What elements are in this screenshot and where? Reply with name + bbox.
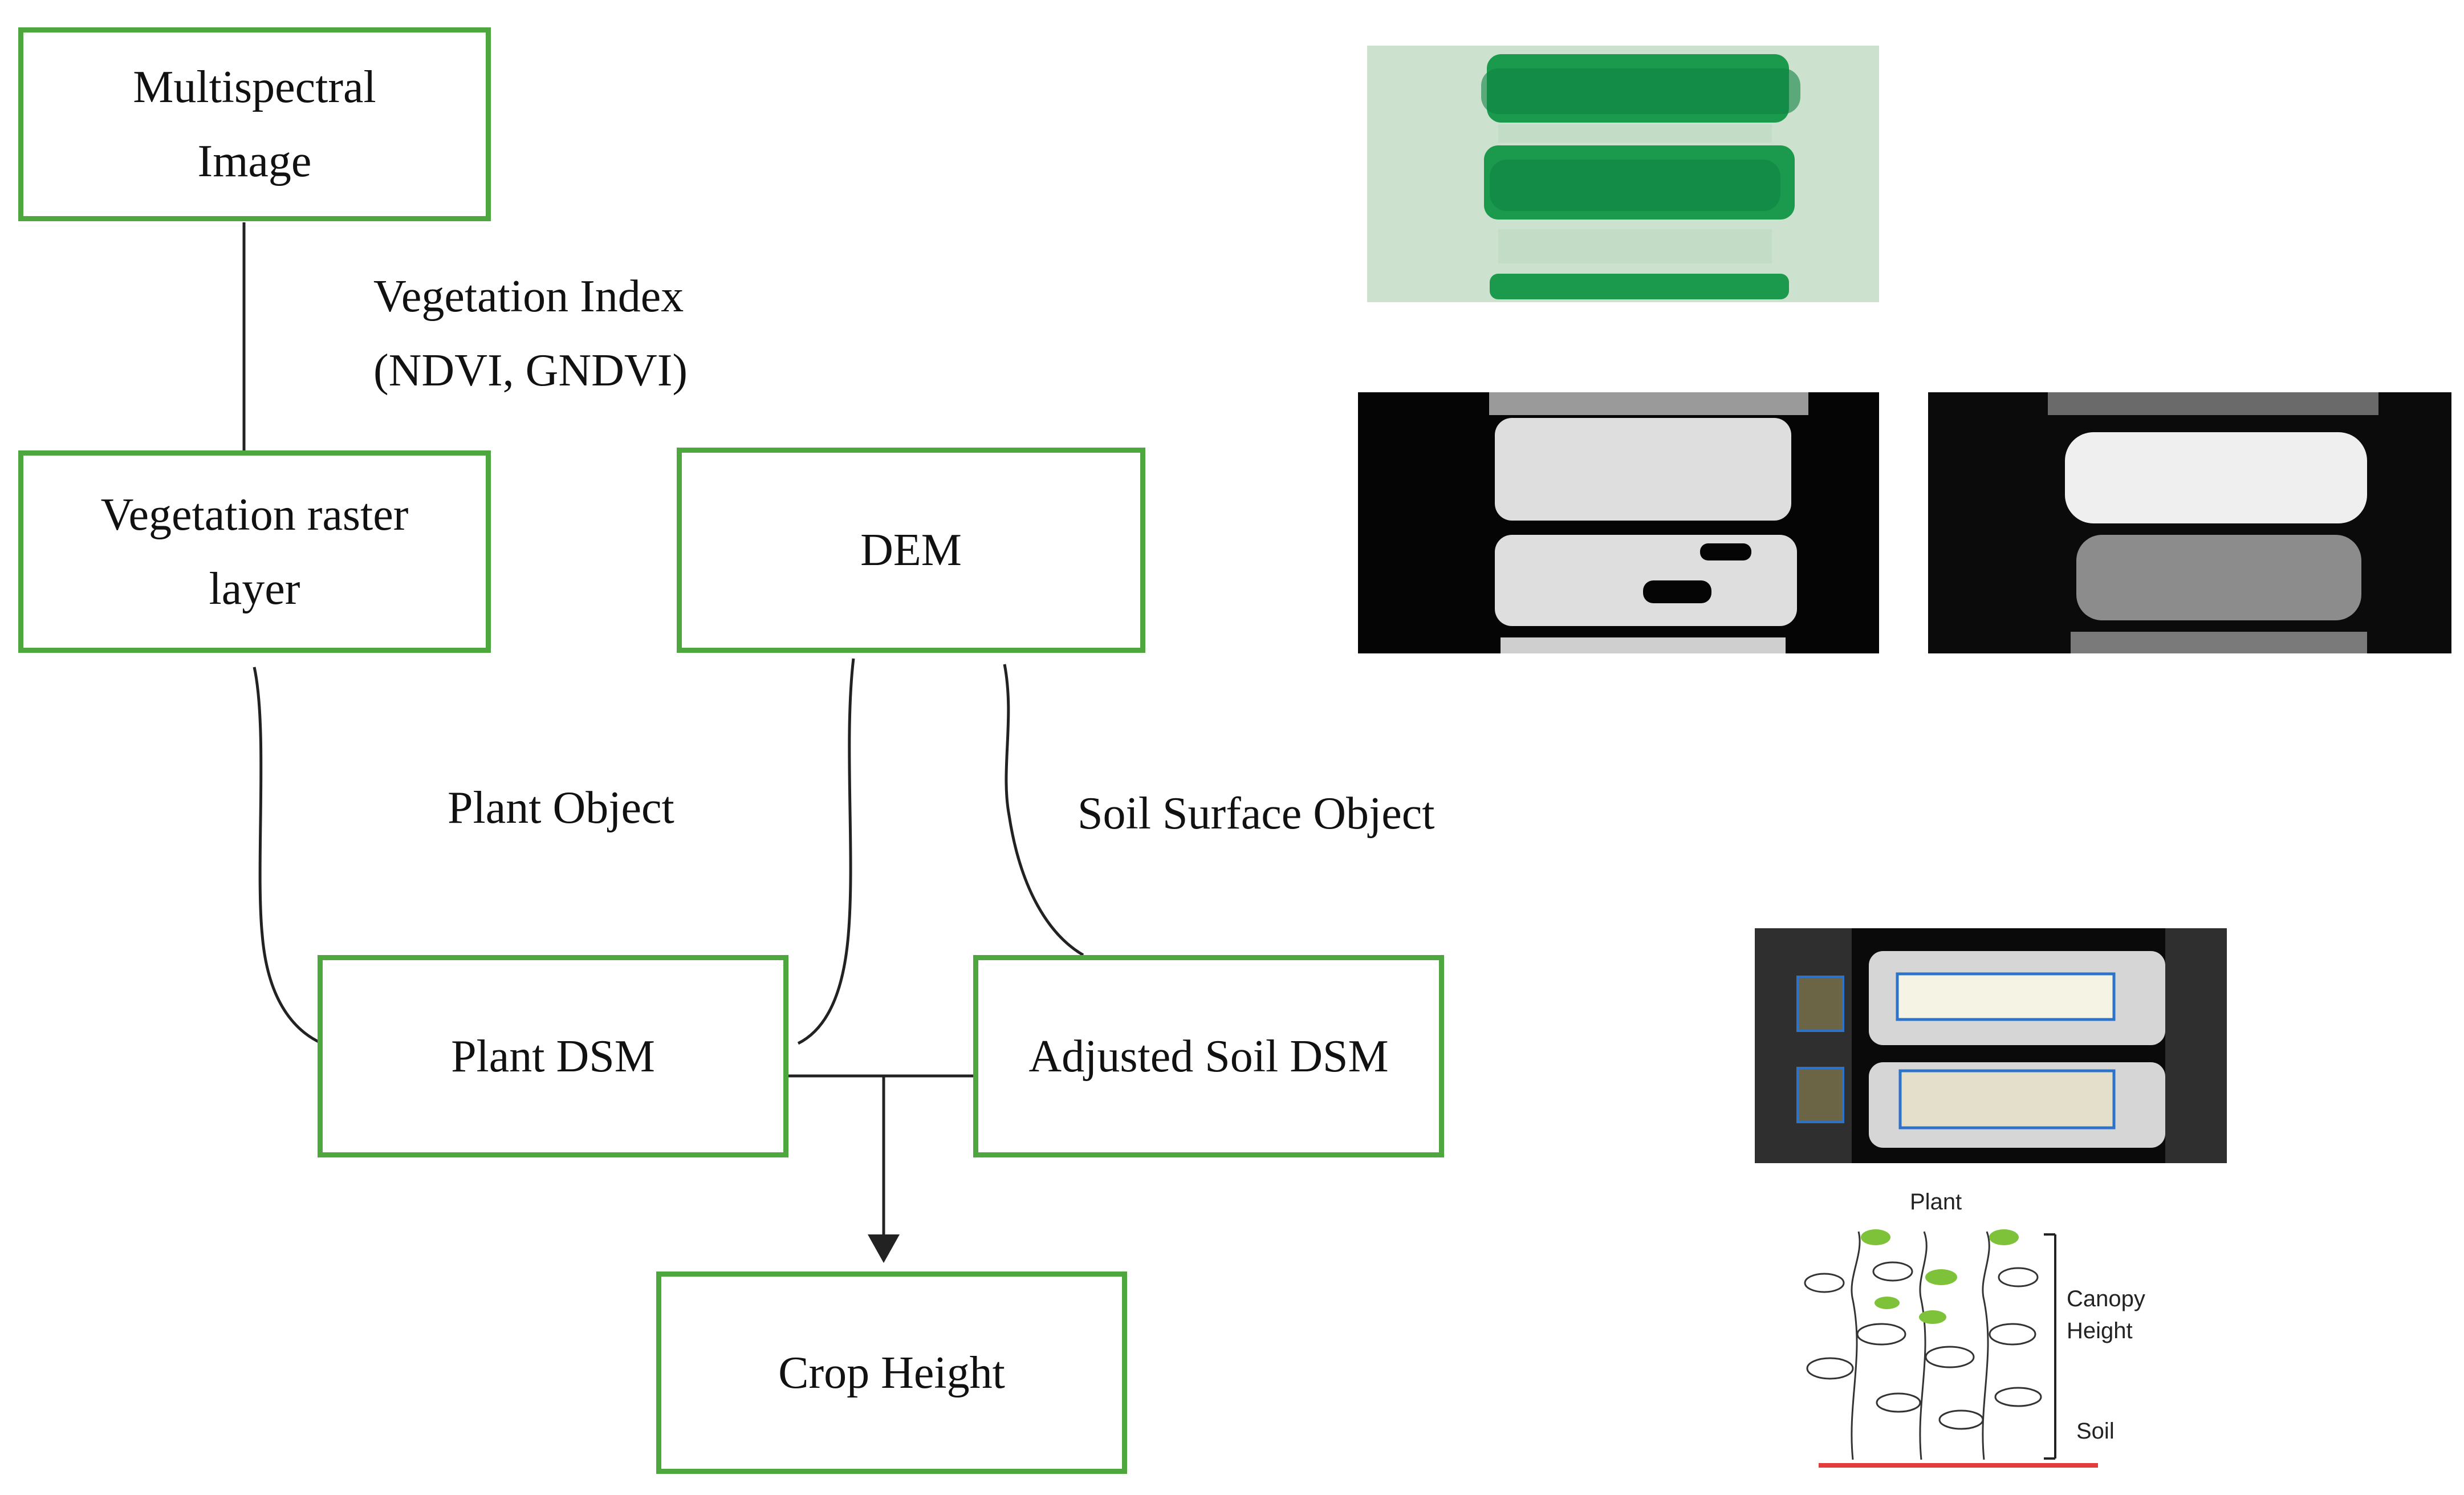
- node-dem: DEM: [677, 448, 1145, 653]
- vegetation-mask-image: [1358, 392, 1879, 653]
- node-dem-label: DEM: [860, 525, 962, 575]
- node-veg-raster-line-1: Vegetation raster: [100, 489, 409, 540]
- node-crop-height: Crop Height: [656, 1271, 1127, 1474]
- rgb-plot-svg: [1367, 46, 1879, 302]
- label-vegetation-index-line-1: Vegetation Index: [373, 271, 684, 322]
- plant-sketch-plant-label: Plant: [1910, 1189, 1962, 1214]
- rgb-plot-image: [1367, 46, 1879, 302]
- label-plant-object: Plant Object: [448, 783, 674, 833]
- node-multispectral-line-2: Image: [197, 136, 312, 186]
- label-soil-surface-object: Soil Surface Object: [1078, 789, 1435, 839]
- edge-raster-to-plant-dsm: [253, 667, 323, 1045]
- edge-dem-to-soil-dsm: [1003, 664, 1084, 957]
- edge-dem-to-plant-dsm: [797, 658, 855, 1045]
- node-multispectral-image: Multispectral Image: [18, 27, 491, 221]
- node-adjusted-soil-dsm: Adjusted Soil DSM: [973, 955, 1444, 1157]
- dem-grayscale-image: [1928, 392, 2451, 653]
- vegetation-mask-svg: [1358, 392, 1879, 653]
- label-vegetation-index: Vegetation Index (NDVI, GNDVI): [373, 259, 688, 408]
- node-soil-dsm-label: Adjusted Soil DSM: [1028, 1031, 1389, 1082]
- plant-sketch-canopy-height-label: Canopy Height: [2067, 1283, 2145, 1347]
- plant-sketch-canopy-line-2: Height: [2067, 1318, 2133, 1343]
- node-multispectral-line-1: Multispectral: [133, 62, 376, 112]
- plant-sketch-canopy-line-1: Canopy: [2067, 1286, 2145, 1311]
- dem-grayscale-svg: [1928, 392, 2451, 653]
- node-veg-raster-line-2: layer: [209, 563, 300, 614]
- node-plant-dsm: Plant DSM: [318, 955, 788, 1157]
- label-vegetation-index-line-2: (NDVI, GNDVI): [373, 346, 688, 396]
- node-crop-height-label: Crop Height: [778, 1347, 1005, 1398]
- node-vegetation-raster-layer: Vegetation raster layer: [18, 450, 491, 653]
- plot-selection-svg: [1755, 928, 2227, 1163]
- plant-sketch-svg: [1804, 1229, 2098, 1468]
- arrowhead-crop-height: [868, 1234, 900, 1263]
- plot-selection-image: [1755, 928, 2227, 1163]
- plant-sketch-soil-label: Soil: [2076, 1419, 2115, 1444]
- plant-sketch: Plant Canopy Height Soil: [1779, 1186, 2178, 1482]
- node-plant-dsm-label: Plant DSM: [451, 1031, 655, 1082]
